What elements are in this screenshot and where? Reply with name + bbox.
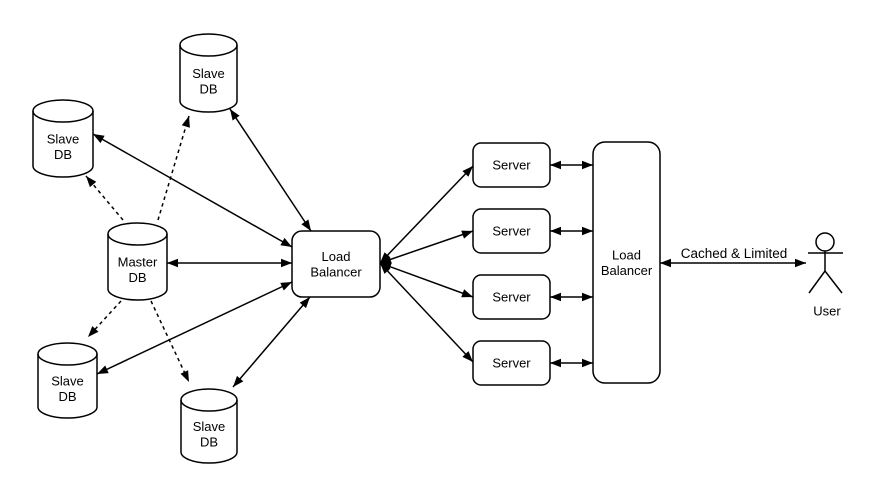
arrowhead-icon — [181, 116, 190, 128]
database-cylinder-shape — [32, 99, 94, 178]
node-server-1: Server — [472, 142, 551, 188]
database-cylinder-shape — [107, 222, 168, 301]
edge-slave-db-bottom--load-balancer-1 — [232, 296, 311, 388]
cylinder-rim — [32, 110, 94, 123]
edge-server-1--load-balancer-2 — [550, 160, 593, 170]
arrowhead-icon — [301, 219, 311, 231]
edge-load-balancer-2--user: Cached & Limited — [660, 246, 806, 268]
edge-server-2--load-balancer-2 — [550, 226, 593, 236]
arrowhead-icon — [86, 176, 97, 188]
node-label: Server — [492, 356, 531, 371]
edge-slave-db-bottom-left--load-balancer-1 — [96, 281, 293, 375]
arrowhead-icon — [97, 365, 109, 374]
edge-label: Cached & Limited — [681, 246, 788, 261]
cylinder-rim — [180, 399, 238, 412]
arrowhead-icon — [582, 358, 593, 368]
arrowhead-icon — [230, 109, 240, 121]
connector-line — [379, 230, 474, 264]
edge-slave-db-top--load-balancer-1 — [229, 108, 312, 232]
cylinder-rim — [179, 44, 238, 57]
dashed-connector-line — [87, 300, 122, 338]
arrowhead-icon — [280, 237, 292, 247]
edge-master-db--slave-db-bottom-left — [87, 300, 122, 338]
database-cylinder-shape — [180, 388, 238, 464]
arrowhead-icon — [462, 166, 473, 177]
node-user: User — [808, 232, 843, 319]
arrowhead-icon — [280, 282, 292, 291]
arrowhead-icon — [550, 226, 561, 236]
connector-line — [379, 262, 474, 363]
actor-head — [815, 232, 835, 252]
actor-label: User — [813, 304, 841, 319]
arrowhead-icon — [550, 358, 561, 368]
database-cylinder-shape — [179, 33, 238, 113]
node-label: Server — [492, 290, 531, 305]
edge-slave-db-left--load-balancer-1 — [92, 133, 293, 248]
cylinder-rim — [37, 353, 98, 366]
dashed-connector-line — [157, 115, 190, 221]
arrowhead-icon — [88, 326, 99, 337]
arrowhead-icon — [461, 230, 473, 239]
database-cylinder-shape — [37, 342, 98, 419]
arrowhead-icon — [299, 297, 310, 309]
arrowhead-icon — [380, 252, 391, 263]
arrowhead-icon — [180, 370, 189, 382]
node-label: Server — [492, 158, 531, 173]
edge-master-db--slave-db-bottom — [150, 300, 190, 383]
node-server-3: Server — [472, 274, 551, 320]
arrowhead-icon — [582, 160, 593, 170]
connector-line — [96, 281, 293, 375]
edge-master-db--load-balancer-1 — [167, 258, 292, 268]
dashed-connector-line — [85, 175, 124, 221]
actor-legs — [808, 269, 843, 294]
node-label: Server — [492, 224, 531, 239]
edge-load-balancer-1--server-1 — [379, 165, 474, 264]
edge-master-db--slave-db-top — [157, 115, 190, 221]
edge-master-db--slave-db-left — [85, 175, 124, 221]
cylinder-rim — [107, 233, 168, 246]
arrowhead-icon — [380, 263, 391, 274]
dashed-connector-line — [150, 300, 190, 383]
arrowhead-icon — [550, 292, 561, 302]
arrowhead-icon — [281, 258, 292, 268]
connector-line — [379, 165, 474, 264]
connector-line — [92, 133, 293, 248]
arrowhead-icon — [462, 351, 473, 362]
arrowhead-icon — [93, 134, 105, 144]
arrowhead-icon — [582, 292, 593, 302]
edge-load-balancer-1--server-3 — [379, 262, 474, 298]
edge-load-balancer-1--server-4 — [379, 262, 474, 363]
arrowhead-icon — [167, 258, 178, 268]
connector-line — [379, 262, 474, 298]
edge-server-3--load-balancer-2 — [550, 292, 593, 302]
arrowhead-icon — [582, 226, 593, 236]
arrowhead-icon — [233, 375, 244, 387]
connector-line — [229, 108, 312, 232]
edge-server-4--load-balancer-2 — [550, 358, 593, 368]
arrowhead-icon — [550, 160, 561, 170]
arrowhead-icon — [461, 289, 473, 298]
node-server-2: Server — [472, 208, 551, 254]
arrowhead-icon — [380, 255, 392, 264]
arrowhead-icon — [660, 258, 671, 268]
arrowhead-icon — [795, 258, 806, 268]
connector-line — [232, 296, 311, 388]
edge-load-balancer-1--server-2 — [379, 230, 474, 264]
node-server-4: Server — [472, 340, 551, 386]
